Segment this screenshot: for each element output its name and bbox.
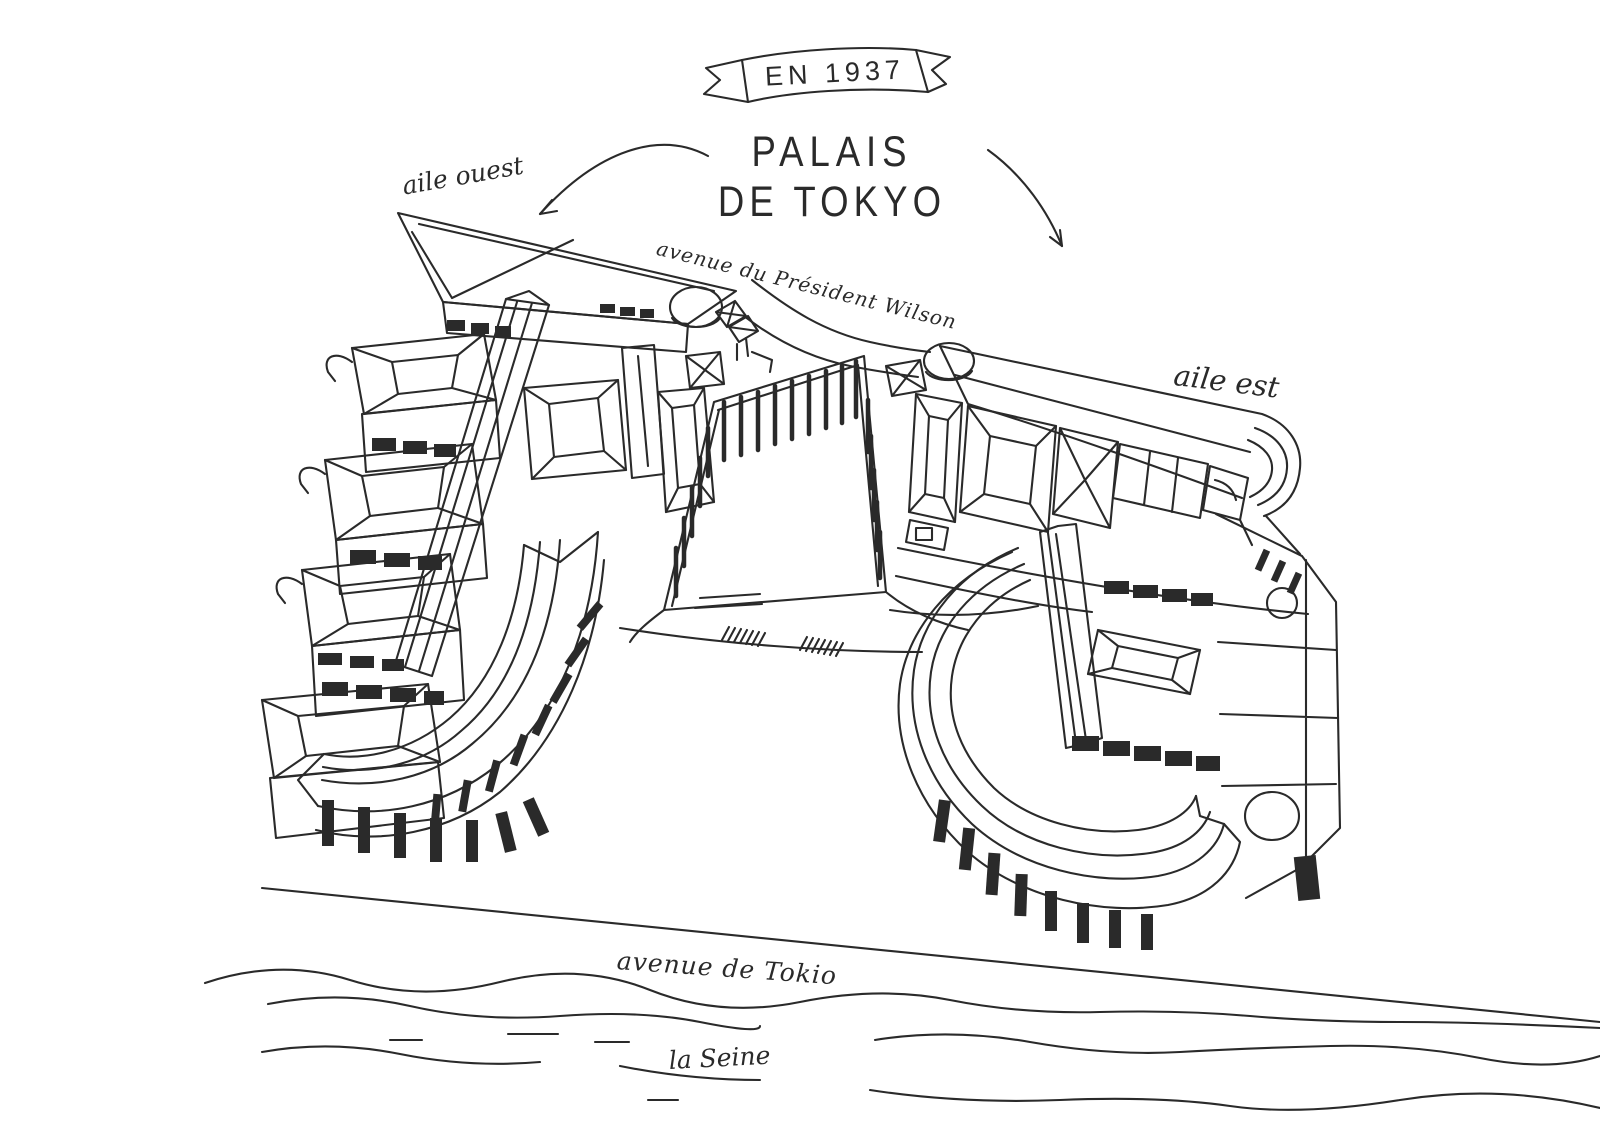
east-wing-drawing (884, 341, 1342, 910)
west-wing-drawing (260, 211, 738, 840)
arrow-to-west-wing-icon (538, 143, 710, 216)
ribbon-banner-icon (702, 46, 952, 104)
seine-river-waves (203, 968, 1600, 1111)
arrow-to-east-wing-icon (986, 148, 1064, 248)
la-seine-label: la Seine (668, 1040, 772, 1075)
window-and-pier-marks (318, 304, 1321, 950)
central-courtyard-drawing (522, 278, 970, 658)
avenue-de-tokio-line (260, 886, 1600, 1024)
page-title-line1: PALAIS (751, 128, 913, 176)
page-title-line2: DE TOKYO (717, 178, 947, 226)
